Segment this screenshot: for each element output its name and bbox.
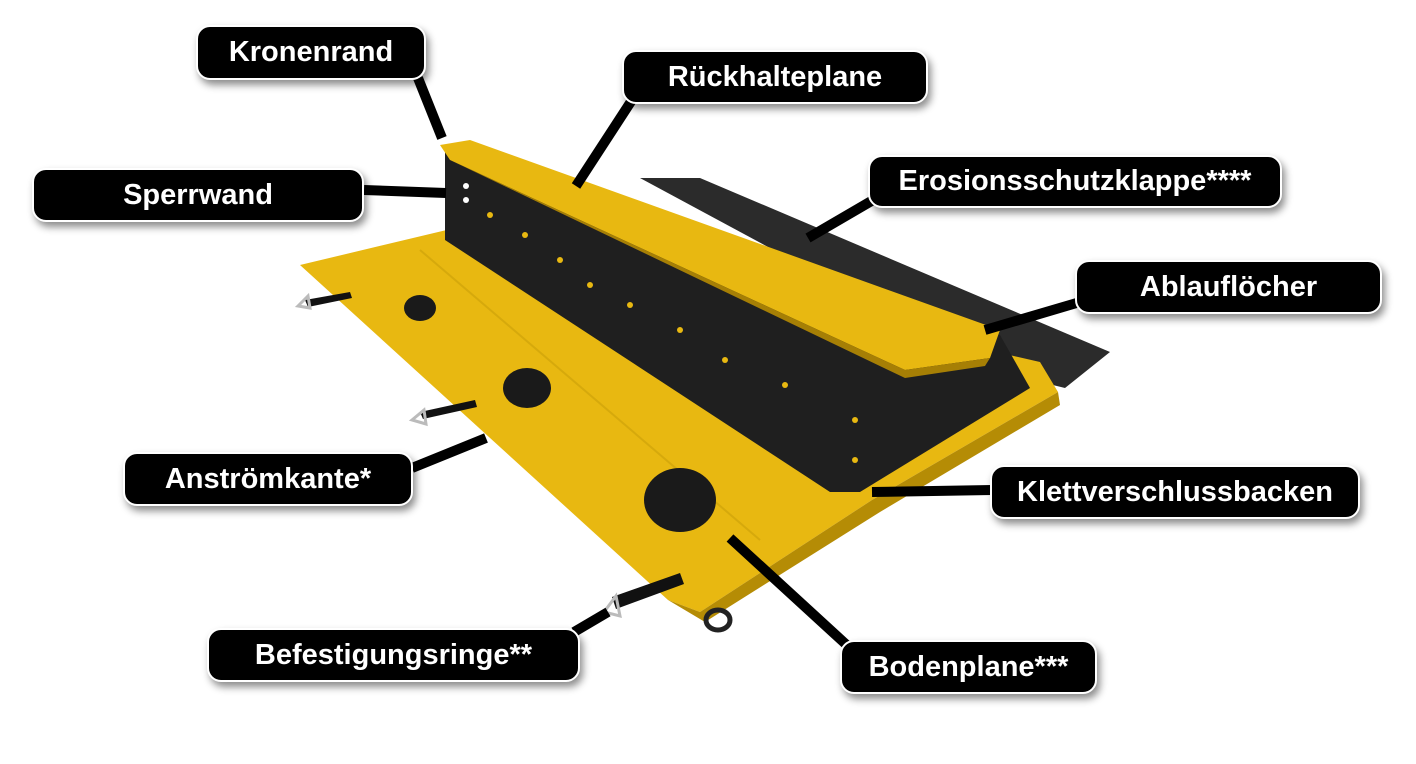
loop	[703, 607, 733, 633]
label-sperrwand: Sperrwand	[32, 168, 364, 222]
label-klettverschlussbacken: Klettverschlussbacken	[990, 465, 1360, 519]
label-ablaufloecher: Ablauflöcher	[1075, 260, 1382, 314]
label-rueckhalteplane: Rückhalteplane	[622, 50, 928, 104]
leader-lines	[363, 76, 1082, 652]
fastening-straps	[305, 292, 684, 609]
barrier-wall	[445, 145, 1030, 492]
label-erosionsschutzklappe: Erosionsschutzklappe****	[868, 155, 1282, 208]
fastening-rings	[294, 292, 622, 619]
label-kronenrand: Kronenrand	[196, 25, 426, 80]
drain-holes	[487, 212, 858, 463]
water-gate-logo	[404, 295, 716, 532]
label-befestigungsringe: Befestigungsringe**	[207, 628, 580, 682]
retention-tarp	[440, 140, 1000, 370]
label-anstroemkante: Anströmkante*	[123, 452, 413, 506]
label-bodenplane: Bodenplane***	[840, 640, 1097, 694]
